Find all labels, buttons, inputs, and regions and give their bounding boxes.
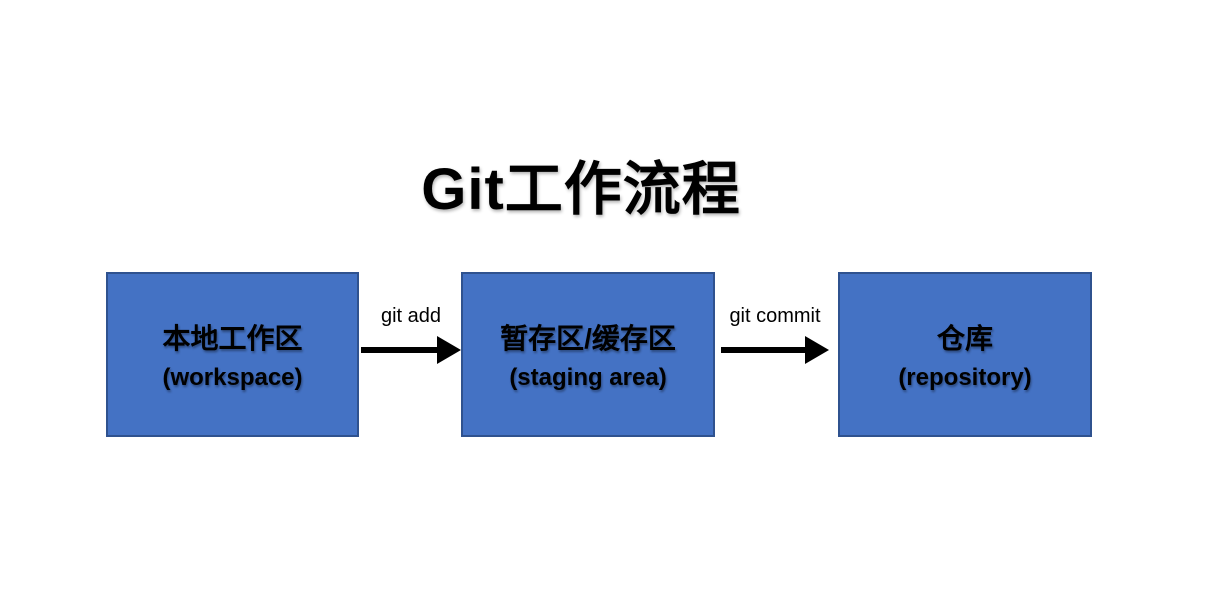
arrow-shaft xyxy=(721,347,805,353)
right-arrow-icon xyxy=(721,336,829,364)
arrow-git-add: git add xyxy=(361,303,461,364)
arrow-git-commit: git commit xyxy=(721,303,829,364)
node-staging-label-en: (staging area) xyxy=(509,363,667,391)
node-repository-label-en: (repository) xyxy=(898,363,1032,391)
node-workspace-label-zh: 本地工作区 xyxy=(162,322,303,354)
node-staging-label-zh: 暂存区/缓存区 xyxy=(500,322,676,354)
node-repository-label-zh: 仓库 xyxy=(936,322,993,354)
arrow-shaft xyxy=(361,347,437,353)
diagram-title: Git工作流程 xyxy=(421,157,741,222)
node-workspace-label-en: (workspace) xyxy=(162,363,303,391)
arrow-head xyxy=(437,336,461,364)
arrow-head xyxy=(805,336,829,364)
node-workspace: 本地工作区 (workspace) xyxy=(106,272,359,437)
node-staging-area: 暂存区/缓存区 (staging area) xyxy=(461,272,715,437)
arrow-git-commit-label: git commit xyxy=(729,305,821,327)
node-repository: 仓库 (repository) xyxy=(838,272,1092,437)
arrow-git-add-label: git add xyxy=(380,305,442,327)
right-arrow-icon xyxy=(361,336,461,364)
